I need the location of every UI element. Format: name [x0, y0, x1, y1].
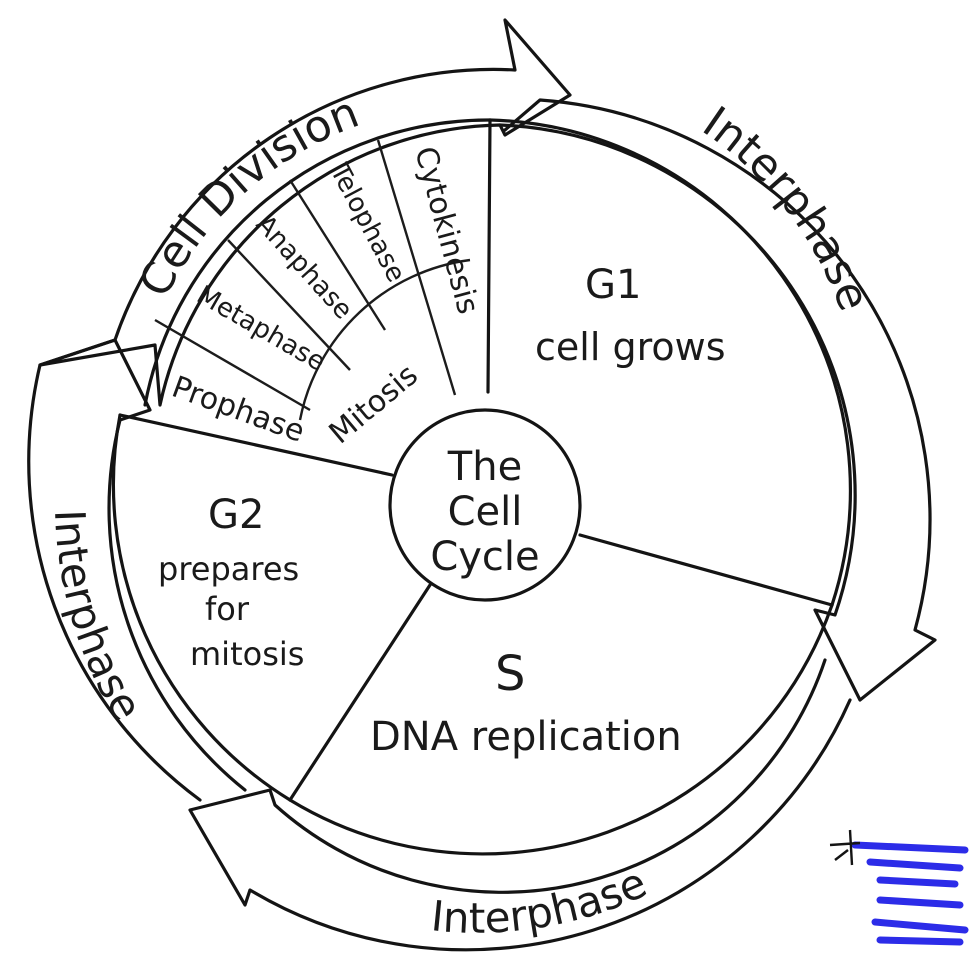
- center-line-1: The: [447, 444, 522, 490]
- interphase-right-arrow: [498, 98, 937, 702]
- cell-division-arrow: [38, 18, 572, 407]
- g2-description-2: for: [205, 590, 250, 628]
- cell-division-label: Cell Division: [129, 87, 365, 305]
- center-line-3: Cycle: [430, 534, 539, 580]
- divider-s-g2: [288, 583, 432, 802]
- interphase-left-arrow: [27, 338, 247, 802]
- interphase-left-label: Interphase: [45, 509, 152, 729]
- s-description: DNA replication: [370, 714, 682, 760]
- center-line-2: Cell: [448, 489, 523, 535]
- cytokinesis-label: Cytokinesis: [407, 143, 485, 318]
- telophase-label: Telophase: [323, 158, 411, 287]
- anaphase-label: Anaphase: [250, 210, 358, 326]
- g2-name: G2: [208, 492, 264, 538]
- s-name: S: [495, 646, 525, 702]
- divider-g1-mitosis: [486, 118, 492, 394]
- mitosis-fan: [143, 118, 492, 421]
- center-circle: [388, 408, 582, 602]
- g2-description-1: prepares: [158, 550, 299, 588]
- mitosis-label: Mitosis: [323, 358, 425, 452]
- prophase-label: Prophase: [167, 370, 309, 450]
- interphase-bottom-arrow: [188, 658, 852, 952]
- divider-g2-mitosis: [118, 413, 394, 477]
- g1-description: cell grows: [535, 325, 726, 369]
- divider-g1-s: [578, 533, 834, 607]
- scribble-mark: [829, 829, 969, 946]
- g1-name: G1: [585, 262, 641, 308]
- g2-description-3: mitosis: [190, 635, 304, 673]
- interphase-bottom-label: Interphase: [429, 858, 654, 943]
